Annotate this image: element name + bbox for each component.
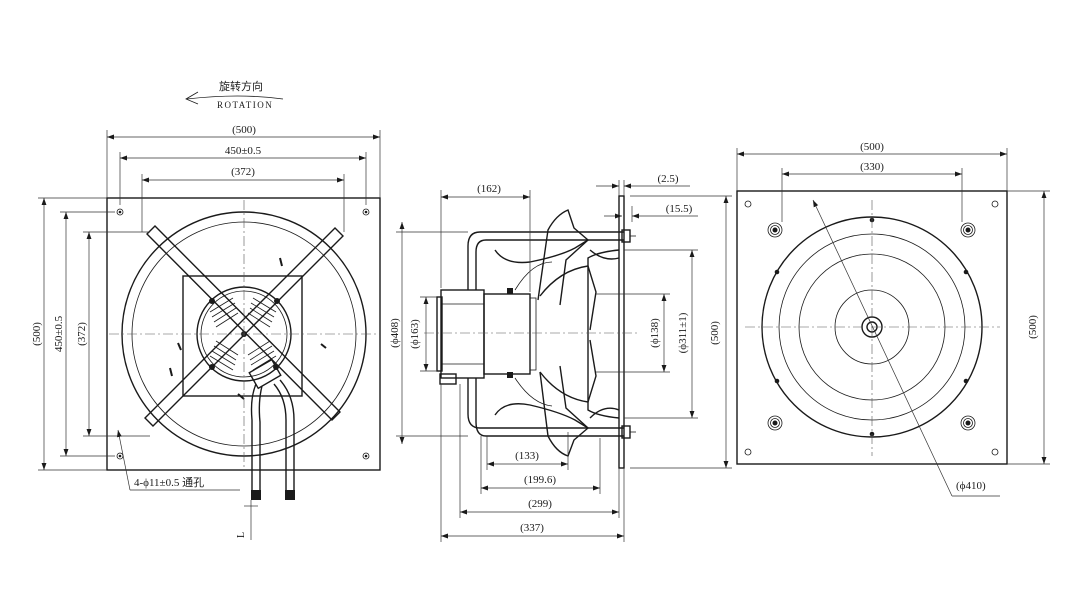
- side-motor-dia-label: (ϕ163): [409, 319, 421, 349]
- front-mounting-holes: [116, 208, 370, 460]
- side-dimensions: (162) (2.5) (15.5) (ϕ408) (ϕ163) (ϕ138) …: [389, 173, 732, 542]
- side-depth-337-label: (337): [520, 522, 544, 534]
- side-depth-133-label: (133): [515, 450, 539, 462]
- rear-dimensions: (500) (330) (500) (ϕ410): [736, 141, 1050, 497]
- guard-bars: [144, 225, 344, 427]
- rotation-label-en: ROTATION: [217, 100, 273, 110]
- rear-bolt-holes: [767, 222, 976, 431]
- front-dimensions: (500) 450±0.5 (372) (500) 450±0.5 (372) …: [31, 124, 381, 491]
- mounting-holes-note: 4-ϕ11±0.5 通孔: [134, 476, 204, 489]
- rear-corner-holes: [744, 200, 999, 456]
- rear-height-label: (500): [1027, 315, 1039, 339]
- rear-ring-dia-label: (ϕ410): [956, 480, 986, 492]
- cable-length-label: L: [236, 532, 247, 538]
- side-motor: [436, 288, 537, 385]
- rear-width-label: (500): [860, 141, 884, 153]
- front-hole-spacing-label: 450±0.5: [225, 145, 262, 157]
- rotation-arrow: [186, 95, 284, 100]
- side-hub-dia-label: (ϕ138): [649, 318, 661, 348]
- rotation-label-cn: 旋转方向: [219, 79, 263, 93]
- side-view: [424, 195, 640, 469]
- rear-bolt-spacing-label: (330): [860, 161, 884, 173]
- side-plate-height-label: (500): [709, 321, 721, 345]
- front-vertical-hole-spacing-label: 450±0.5: [53, 315, 65, 352]
- side-flange-label: (15.5): [666, 203, 693, 215]
- side-motor-depth-label: (162): [477, 183, 501, 195]
- rotation-arrow-head: [185, 91, 199, 105]
- side-flange-small-label: (2.5): [657, 173, 678, 185]
- motor-mount-square: [182, 275, 303, 397]
- front-width-label: (500): [232, 124, 256, 136]
- rear-mounting-plate: [736, 190, 1008, 465]
- side-shroud-dia-label: (ϕ311±1): [677, 312, 689, 353]
- front-view: L: [106, 197, 381, 540]
- front-height-label: (500): [31, 322, 43, 346]
- motor-fins: [209, 297, 277, 371]
- side-mounting-plate: [618, 195, 625, 469]
- side-depth-299-label: (299): [528, 498, 552, 510]
- rotation-indicator: 旋转方向 ROTATION: [185, 79, 284, 110]
- rear-view: [736, 190, 1008, 465]
- front-guard-height-label: (372): [76, 322, 88, 346]
- side-guard-frame: [467, 229, 636, 439]
- side-guard-dia-label: (ϕ408): [389, 318, 401, 348]
- side-impeller: [494, 209, 620, 457]
- front-guard-width-label: (372): [231, 166, 255, 178]
- side-depth-199-label: (199.6): [524, 474, 556, 486]
- side-venturi: [587, 249, 620, 419]
- cable-assembly: L: [236, 358, 295, 540]
